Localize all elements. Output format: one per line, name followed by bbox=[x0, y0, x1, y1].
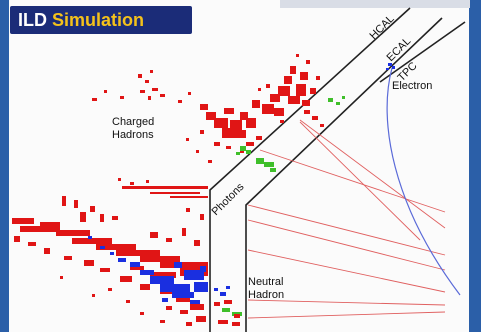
charged-tracks bbox=[247, 119, 446, 319]
ecal-hits bbox=[214, 110, 324, 326]
electron-cluster bbox=[386, 63, 395, 70]
title: ILD Simulation bbox=[18, 10, 144, 31]
ecal-boundary bbox=[245, 17, 443, 332]
detector-boundaries bbox=[209, 7, 466, 332]
title-prefix: ILD bbox=[18, 10, 47, 30]
title-badge bbox=[10, 6, 192, 34]
slide-top-strip bbox=[280, 0, 470, 8]
charged-hadrons-label: Charged Hadrons bbox=[112, 116, 172, 142]
neutral-hadron-line2: Hadron bbox=[248, 289, 285, 301]
hcal-boundary bbox=[209, 7, 411, 332]
charged-hadrons-line2: Hadrons bbox=[112, 129, 154, 141]
photon-hits bbox=[222, 96, 345, 316]
electron-track bbox=[386, 67, 461, 296]
electron-label: Electron bbox=[392, 80, 433, 92]
neutral-hadron-hits bbox=[88, 236, 230, 304]
slide-left-border bbox=[0, 0, 9, 332]
tpc-boundary bbox=[379, 21, 466, 83]
charged-hadron-hits-upper bbox=[92, 54, 320, 163]
neutral-hadron-label: Neutral Hadron bbox=[248, 276, 284, 302]
neutral-hadron-line1: Neutral bbox=[248, 276, 284, 288]
charged-hadrons-line1: Charged bbox=[112, 116, 155, 128]
title-emph: Simulation bbox=[52, 10, 145, 30]
slide-right-border bbox=[469, 0, 481, 332]
